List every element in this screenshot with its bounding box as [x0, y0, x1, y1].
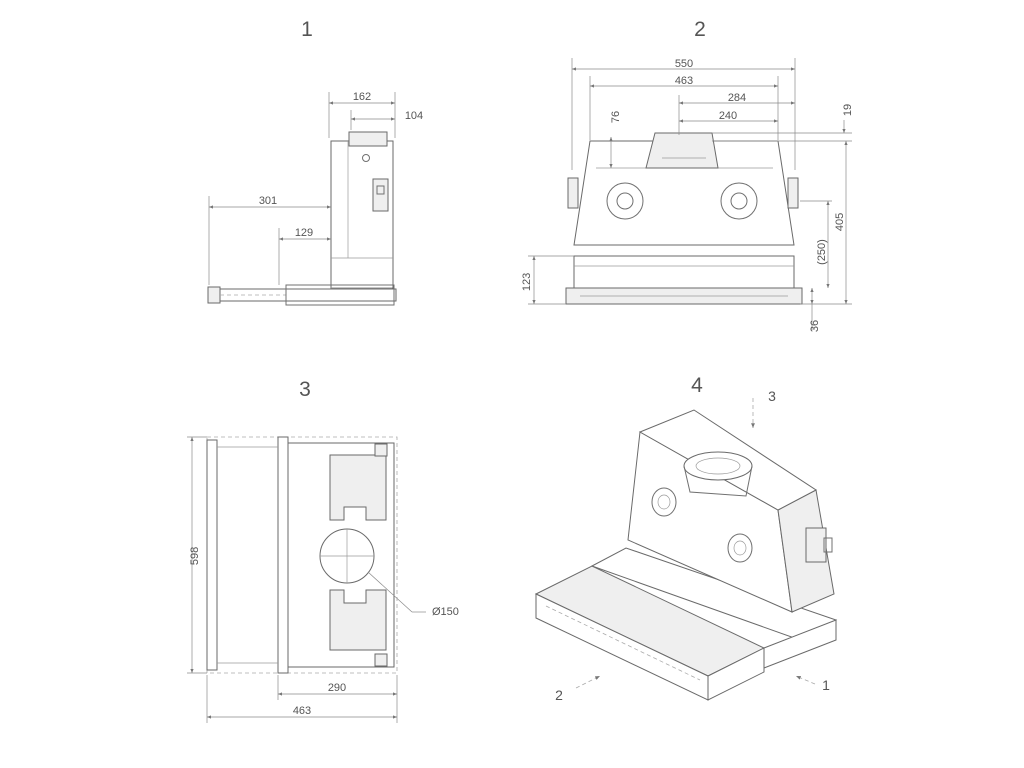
dim-250: (250)	[816, 239, 828, 265]
fan-screw	[362, 154, 370, 162]
lower-panel	[573, 255, 795, 289]
dim-463: 463	[675, 75, 693, 87]
corner-bracket-top	[374, 443, 388, 457]
wall-bracket	[372, 178, 389, 212]
view-1-side: 1 162 104 301 129	[207, 18, 423, 306]
dim-463-top: 463	[293, 705, 311, 717]
fan-motor-right	[720, 182, 758, 220]
view-number: 4	[691, 374, 703, 397]
view-number: 3	[299, 378, 311, 401]
dim-550: 550	[675, 58, 693, 70]
motor-block-bottom	[329, 589, 387, 651]
dim-104: 104	[405, 110, 423, 122]
front-strip	[206, 439, 218, 671]
iso-side-bracket	[805, 527, 827, 563]
view-number: 2	[694, 18, 706, 41]
corner-bracket-bottom	[374, 653, 388, 667]
view-number: 1	[301, 18, 313, 41]
callout-1: 1	[822, 677, 830, 693]
side-bracket-left	[567, 177, 579, 209]
iso-duct-collar	[683, 451, 753, 481]
view-3-top: 3 Ø150 598 290 463	[187, 378, 459, 723]
tray-outline	[206, 436, 398, 674]
dim-290: 290	[328, 682, 346, 694]
dim-123: 123	[521, 273, 533, 291]
dim-598: 598	[189, 547, 201, 565]
front-handle	[207, 286, 221, 304]
dim-diameter-150: Ø150	[432, 606, 459, 618]
side-bracket-right	[787, 177, 799, 209]
iso-fan-motor-right	[727, 533, 753, 563]
dim-76: 76	[610, 111, 622, 123]
duct-collar	[645, 132, 719, 169]
motor-block-top	[329, 454, 387, 521]
view-4-isometric: 4 3 2 1	[534, 374, 838, 703]
dim-129: 129	[295, 227, 313, 239]
iso-fan-motor-left	[651, 487, 677, 517]
hood-body-side	[330, 140, 394, 289]
view-2-front: 2 550 463 284 240	[521, 18, 854, 332]
callout-3: 3	[768, 388, 776, 404]
callout-2: 2	[555, 687, 563, 703]
fan-motor-left	[606, 182, 644, 220]
dim-36: 36	[809, 320, 821, 332]
dim-162: 162	[353, 91, 371, 103]
inner-frame	[277, 436, 289, 674]
dim-19: 19	[842, 104, 854, 116]
dim-284: 284	[728, 92, 746, 104]
dim-240: 240	[719, 110, 737, 122]
duct-collar	[348, 131, 388, 147]
dim-301: 301	[259, 195, 277, 207]
dim-405: 405	[834, 213, 846, 231]
